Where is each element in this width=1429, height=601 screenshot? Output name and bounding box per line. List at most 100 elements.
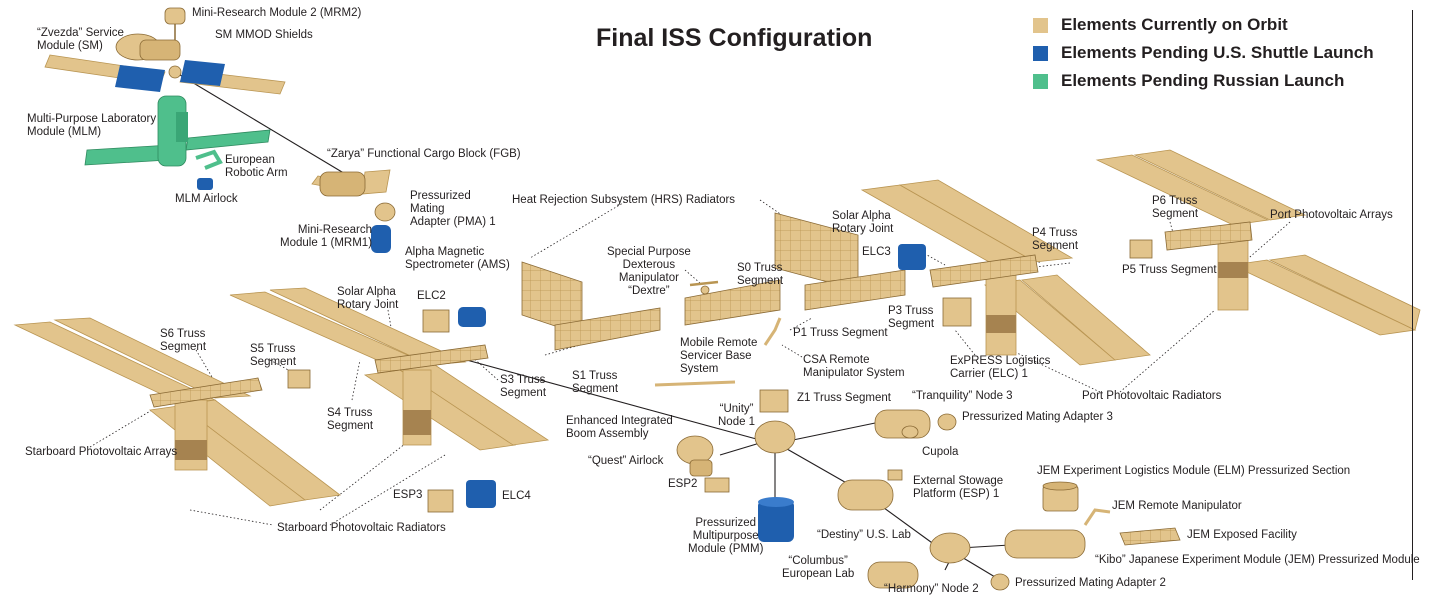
label-mbs: Mobile Remote Servicer Base System: [680, 337, 758, 375]
legend-label-russian: Elements Pending Russian Launch: [1061, 71, 1345, 90]
mrm2-module: [164, 7, 186, 40]
label-s0: S0 Truss Segment: [737, 262, 784, 287]
label-eiba: Enhanced Integrated Boom Assembly: [566, 415, 673, 440]
port-arrays: [860, 149, 1421, 366]
label-destiny: “Destiny” U.S. Lab: [817, 529, 911, 541]
label-esp3: ESP3: [393, 489, 423, 501]
esp3-platform: [427, 489, 454, 513]
ams-module: [458, 307, 486, 327]
legend-swatch-on-orbit: [1033, 17, 1048, 33]
label-ams: Alpha Magnetic Spectrometer (AMS): [405, 246, 510, 271]
legend-item-on-orbit: Elements Currently on Orbit: [1033, 12, 1374, 38]
elc4-carrier: [466, 480, 496, 508]
legend: Elements Currently on Orbit Elements Pen…: [1033, 12, 1374, 96]
label-esp2: ESP2: [668, 478, 698, 490]
jem-ef: [1119, 527, 1181, 546]
label-sarj-stbd: Solar Alpha Rotary Joint: [337, 286, 399, 311]
label-s6: S6 Truss Segment: [160, 328, 207, 353]
pmm-module: [758, 497, 794, 542]
label-s5: S5 Truss Segment: [250, 343, 297, 368]
dextre: [689, 280, 719, 295]
label-cupola: Cupola: [922, 446, 959, 458]
center-truss: [554, 269, 906, 351]
label-p5: P5 Truss Segment: [1122, 264, 1217, 276]
mrm1-module: [371, 225, 391, 253]
label-dextre: Special Purpose Dexterous Manipulator “D…: [607, 246, 691, 297]
pma2: [990, 573, 1010, 591]
label-p6: P6 Truss Segment: [1152, 195, 1199, 220]
legend-label-on-orbit: Elements Currently on Orbit: [1061, 15, 1288, 34]
label-kibo: “Kibo” Japanese Experiment Module (JEM) …: [1095, 554, 1420, 566]
label-elc2: ELC2: [417, 290, 446, 302]
label-pmm: Pressurized Multipurpose Module (PMM): [688, 517, 764, 555]
label-sarj-port: Solar Alpha Rotary Joint: [832, 210, 894, 235]
label-esp1: External Stowage Platform (ESP) 1: [913, 475, 1004, 500]
zvezda-module: [115, 33, 182, 79]
label-pma1: Pressurized Mating Adapter (PMA) 1: [410, 190, 496, 228]
label-sm-mmod: SM MMOD Shields: [215, 29, 313, 41]
elc2-carrier: [422, 309, 450, 333]
connector-lines: [174, 71, 1011, 581]
starboard-truss: [149, 344, 489, 408]
legend-label-shuttle: Elements Pending U.S. Shuttle Launch: [1061, 43, 1374, 62]
european-robotic-arm: [195, 149, 223, 170]
label-ssrms: CSA Remote Manipulator System: [803, 354, 905, 379]
label-port-pv-arrays: Port Photovoltaic Arrays: [1270, 209, 1393, 221]
label-elc3: ELC3: [862, 246, 891, 258]
diagram-title: Final ISS Configuration: [596, 24, 873, 52]
mlm-module: [84, 95, 271, 167]
esp2-platform: [704, 477, 730, 493]
label-s1: S1 Truss Segment: [572, 370, 619, 395]
label-tranquility: “Tranquility” Node 3: [912, 390, 1013, 402]
label-unity: “Unity” Node 1: [718, 403, 756, 428]
label-p4: P4 Truss Segment: [1032, 227, 1079, 252]
z1-truss: [759, 389, 789, 413]
label-mlm: Multi-Purpose Laboratory Module (MLM): [27, 113, 157, 138]
kibo-module: [1004, 529, 1086, 559]
label-zvezda: “Zvezda” Service Module (SM): [37, 27, 124, 52]
jem-elm: [1042, 481, 1079, 512]
elc3-carrier: [898, 244, 926, 270]
legend-swatch-shuttle: [1033, 45, 1048, 61]
label-mlm-airlock: MLM Airlock: [175, 193, 238, 205]
label-stbd-pv-arrays: Starboard Photovoltaic Arrays: [25, 446, 178, 458]
esp1-platform: [887, 469, 903, 481]
sm-solar-arrays: [44, 54, 286, 95]
label-elc4: ELC4: [502, 490, 531, 502]
label-s4: S4 Truss Segment: [327, 407, 374, 432]
label-pma3: Pressurized Mating Adapter 3: [962, 411, 1113, 423]
legend-item-russian: Elements Pending Russian Launch: [1033, 68, 1374, 94]
label-hrs: Heat Rejection Subsystem (HRS) Radiators: [512, 194, 736, 206]
unity-node: [754, 420, 796, 454]
label-p3: P3 Truss Segment: [888, 305, 935, 330]
port-truss: [929, 221, 1253, 327]
label-zarya: “Zarya” Functional Cargo Block (FGB): [327, 148, 521, 160]
columbus-lab: [867, 561, 919, 589]
ssrms-arm: [763, 317, 782, 346]
legend-item-shuttle: Elements Pending U.S. Shuttle Launch: [1033, 40, 1374, 66]
label-jem-elm: JEM Experiment Logistics Module (ELM) Pr…: [1037, 465, 1351, 477]
divider-line: [1412, 10, 1413, 580]
label-mrm1: Mini-Research Module 1 (MRM1): [280, 224, 373, 249]
legend-swatch-russian: [1033, 73, 1048, 89]
label-harmony: “Harmony” Node 2: [884, 583, 979, 595]
label-jem-rms: JEM Remote Manipulator: [1112, 500, 1242, 512]
destiny-lab: [837, 479, 894, 511]
label-era: European Robotic Arm: [225, 154, 288, 179]
label-jem-ef: JEM Exposed Facility: [1187, 529, 1297, 541]
label-stbd-pv-radiators: Starboard Photovoltaic Radiators: [277, 522, 446, 534]
tranquility-node: [874, 409, 957, 439]
label-mrm2: Mini-Research Module 2 (MRM2): [192, 7, 362, 19]
label-z1: Z1 Truss Segment: [797, 392, 891, 404]
label-pma2: Pressurized Mating Adapter 2: [1015, 577, 1166, 589]
quest-airlock: [676, 435, 714, 477]
eiba: [654, 380, 736, 387]
harmony-node: [929, 532, 971, 564]
jem-rms: [1083, 508, 1111, 526]
label-columbus: “Columbus” European Lab: [782, 555, 855, 580]
label-s3: S3 Truss Segment: [500, 374, 547, 399]
mlm-airlock: [197, 178, 213, 190]
label-elc1: ExPRESS Logistics Carrier (ELC) 1: [950, 355, 1051, 380]
